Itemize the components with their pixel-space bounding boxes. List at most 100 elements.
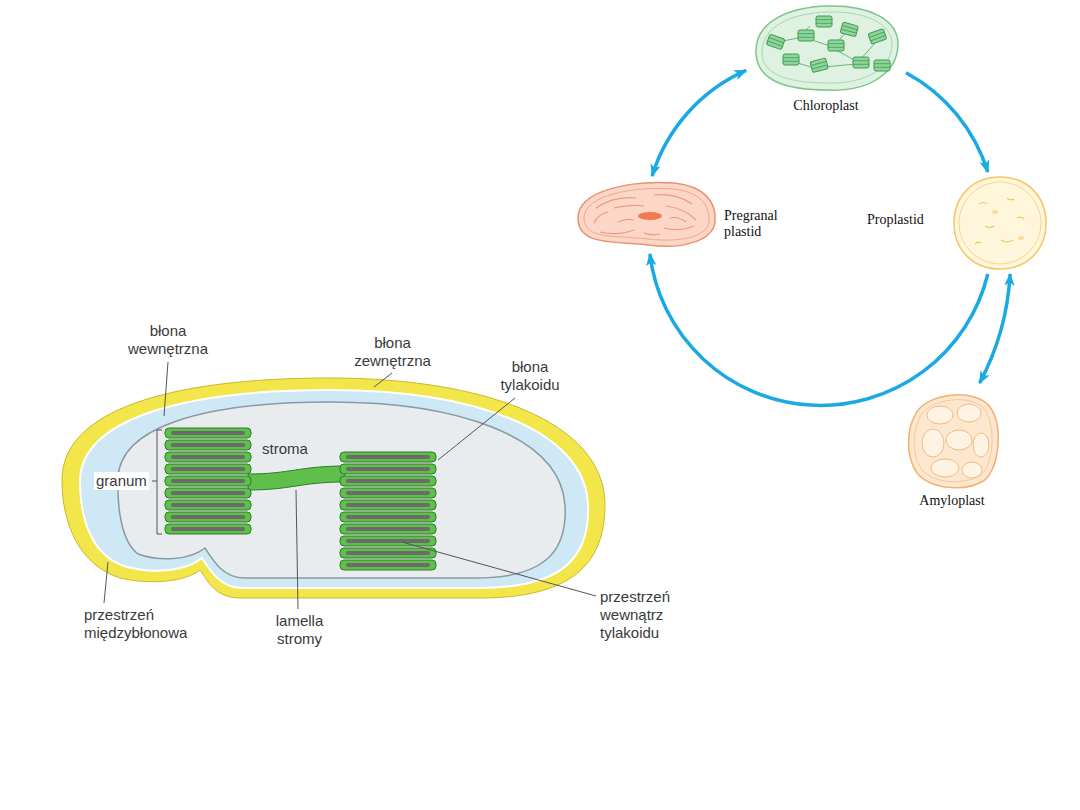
- amyloplast-shape-part-part: [973, 433, 989, 457]
- leader-line: [164, 362, 168, 416]
- pregranal-plastid-shape-part: [584, 188, 709, 240]
- granum-left-part: [171, 431, 245, 435]
- granum-left-part: [165, 488, 251, 498]
- proplastid-shape-part-part: [1001, 240, 1013, 242]
- proplastid-shape-part-part: [1007, 198, 1014, 200]
- granum-right-part: [340, 464, 436, 474]
- pregranal-plastid-shape-part-part: [596, 198, 636, 208]
- amyloplast-shape-part: [914, 400, 992, 482]
- pregranal-plastid-shape-part: [594, 195, 696, 235]
- granum-right-part: [340, 560, 436, 570]
- amyloplast-shape-part-part: [957, 404, 981, 422]
- granum-left-part: [165, 428, 251, 438]
- granum-right-part: [346, 515, 430, 519]
- plastid-name: Proplastid: [867, 212, 924, 228]
- granum-right-part: [346, 467, 430, 471]
- chloroplast-shape-part: [874, 60, 890, 71]
- granum-right-part: [340, 548, 436, 558]
- chloroplast-shape-part: [828, 40, 844, 51]
- pregranal-plastid-shape-part-part: [654, 195, 692, 204]
- granum-right-part: [346, 539, 430, 543]
- leader-line: [296, 490, 298, 609]
- granum-left-part: [171, 455, 245, 459]
- granum-right-part: [346, 527, 430, 531]
- chloroplast-shape-part: [798, 30, 814, 41]
- pregranal-plastid-shape-part-part: [664, 226, 694, 230]
- part-label: lamella stromy: [262, 612, 337, 648]
- leader-line: [402, 542, 596, 596]
- plastid-node: Proplastid: [865, 172, 1051, 274]
- transition-arrow: [906, 73, 988, 172]
- proplastid-shape-part-part: [979, 203, 987, 205]
- granum-right-part: [340, 536, 436, 546]
- granum-right-part: [346, 455, 430, 459]
- plastid-name: Amyloplast: [919, 493, 984, 509]
- granum-right-part: [346, 551, 430, 555]
- amyloplast-shape-part-part: [927, 406, 953, 424]
- amyloplast-shape-part-part: [931, 459, 959, 477]
- pregranal-plastid-shape: [574, 178, 721, 252]
- leader-line: [438, 398, 515, 460]
- chloroplast-shape-part: [766, 34, 785, 50]
- granum-right-part: [340, 524, 436, 534]
- granum-right-part: [340, 476, 436, 486]
- proplastid-shape: [951, 174, 1049, 272]
- granum-left-part: [171, 443, 245, 447]
- part-label: przestrzeń wewnątrz tylakoidu: [600, 588, 700, 642]
- amyloplast-shape: [905, 385, 1000, 490]
- part-label: stroma: [262, 440, 308, 458]
- pregranal-plastid-shape-part-part: [614, 205, 644, 208]
- chloroplast-shape-part: [840, 22, 858, 37]
- plastid-name: Chloroplast: [793, 98, 858, 114]
- chloroplast-shape-part: [810, 58, 828, 73]
- part-label: błona tylakoidu: [490, 358, 570, 394]
- pregranal-plastid-shape-part: [638, 212, 662, 220]
- proplastid-shape-part-part: [985, 226, 994, 228]
- pregranal-plastid-shape-part-part: [670, 218, 686, 223]
- granum-right-part: [346, 563, 430, 567]
- granum-right-part: [346, 479, 430, 483]
- chloroplast-shape-part: [868, 29, 887, 45]
- granum-left-part: [165, 464, 251, 474]
- proplastid-shape-part: [954, 177, 1046, 269]
- granum-right-part: [340, 500, 436, 510]
- granum-left-part: [171, 491, 245, 495]
- chloroplast-shape: [748, 2, 904, 96]
- plastid-node: Chloroplast: [746, 2, 906, 116]
- chloroplast-shape-part: [816, 16, 832, 27]
- part-label: przestrzeń międzybłonowa: [84, 606, 214, 642]
- granum-right-part: [340, 512, 436, 522]
- stroma-region: [118, 402, 565, 578]
- proplastid-shape-part-part: [1017, 217, 1024, 219]
- granum-right-part: [346, 503, 430, 507]
- granum-left-part: [165, 440, 251, 450]
- pregranal-plastid-shape-part-part: [644, 233, 660, 235]
- part-label: błona zewnętrzna: [340, 334, 445, 370]
- stroma-lamella: [248, 466, 345, 490]
- granum-left-part: [171, 467, 245, 471]
- granum-left-part: [165, 512, 251, 522]
- plastid-node: Pregranal plastid: [572, 176, 801, 254]
- chloroplast-shape-part: [783, 54, 799, 65]
- amyloplast-shape-part-part: [962, 462, 982, 478]
- plastid-name: Pregranal plastid: [724, 208, 799, 240]
- leader-line: [374, 373, 392, 387]
- amyloplast-shape-part: [922, 404, 989, 478]
- granum-left: [165, 428, 251, 534]
- transition-arrow: [650, 254, 988, 405]
- leader-lines: [104, 362, 596, 609]
- pregranal-plastid-shape-part-part: [594, 212, 608, 223]
- proplastid-shape-part: [959, 182, 1041, 264]
- granum-left-part: [171, 527, 245, 531]
- proplastid-shape-part: [992, 210, 998, 214]
- granum-left-part: [165, 500, 251, 510]
- intermembrane-space: [80, 390, 588, 588]
- part-label: granum: [94, 472, 149, 490]
- proplastid-shape-part-part: [975, 242, 981, 244]
- chloroplast-shape-part: [762, 12, 892, 83]
- plastid-node: Amyloplast: [900, 383, 1002, 511]
- outer-membrane: [62, 378, 605, 598]
- proplastid-shape-part: [975, 198, 1024, 244]
